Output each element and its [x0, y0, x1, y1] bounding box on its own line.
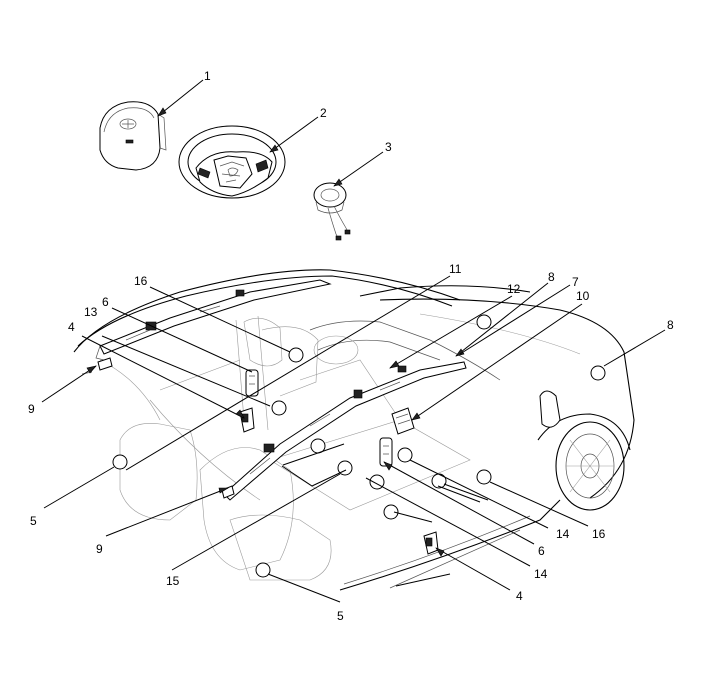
callout-9: 9 [96, 542, 103, 556]
vehicle-body-outline [73, 269, 635, 591]
callout-10: 10 [576, 289, 590, 303]
sensor-circle [288, 347, 304, 363]
clock-spring [313, 182, 351, 241]
callout-4: 4 [68, 320, 75, 334]
callout-13: 13 [84, 305, 98, 319]
sensor-circle [255, 562, 271, 578]
side-airbag-left [245, 369, 259, 397]
sensor-markers [112, 314, 606, 578]
callout-9: 9 [28, 402, 35, 416]
callout-16: 16 [134, 274, 148, 288]
callout-14: 14 [556, 527, 570, 541]
callout-8: 8 [667, 318, 674, 332]
callout-12: 12 [507, 282, 521, 296]
driver-airbag-module [99, 101, 167, 171]
leader-lines [41, 79, 666, 603]
callout-6: 6 [102, 295, 109, 309]
callout-8: 8 [548, 270, 555, 284]
sensor-circle [590, 365, 606, 381]
sensor-circle [271, 400, 287, 416]
inflator-left [81, 357, 113, 375]
callout-labels: 1 2 3 16 6 13 4 9 5 11 12 8 7 10 8 9 15 … [28, 69, 674, 623]
callout-4: 4 [516, 589, 523, 603]
sensor-circle [476, 469, 492, 485]
callout-11: 11 [449, 262, 462, 276]
seat-belt-pretensioner-left [239, 407, 255, 433]
callout-16: 16 [592, 527, 606, 541]
callout-7: 7 [572, 275, 579, 289]
sensor-circle [397, 447, 413, 463]
callout-14: 14 [534, 567, 548, 581]
airbag-control-unit [391, 407, 415, 435]
sensor-circle [337, 460, 353, 476]
steering-wheel [178, 125, 286, 199]
sensor-circle [476, 314, 492, 330]
callout-5: 5 [337, 609, 344, 623]
sensor-circle [112, 454, 128, 470]
callout-1: 1 [204, 69, 211, 83]
seat-belt-pretensioner-right [423, 531, 439, 555]
side-airbag-right [379, 437, 393, 467]
sensor-circle [383, 504, 399, 520]
callout-3: 3 [385, 140, 392, 154]
callout-5: 5 [30, 514, 37, 528]
callout-2: 2 [320, 106, 327, 120]
callout-6: 6 [538, 544, 545, 558]
callout-15: 15 [166, 574, 180, 588]
curtain-airbag-right [223, 361, 467, 501]
